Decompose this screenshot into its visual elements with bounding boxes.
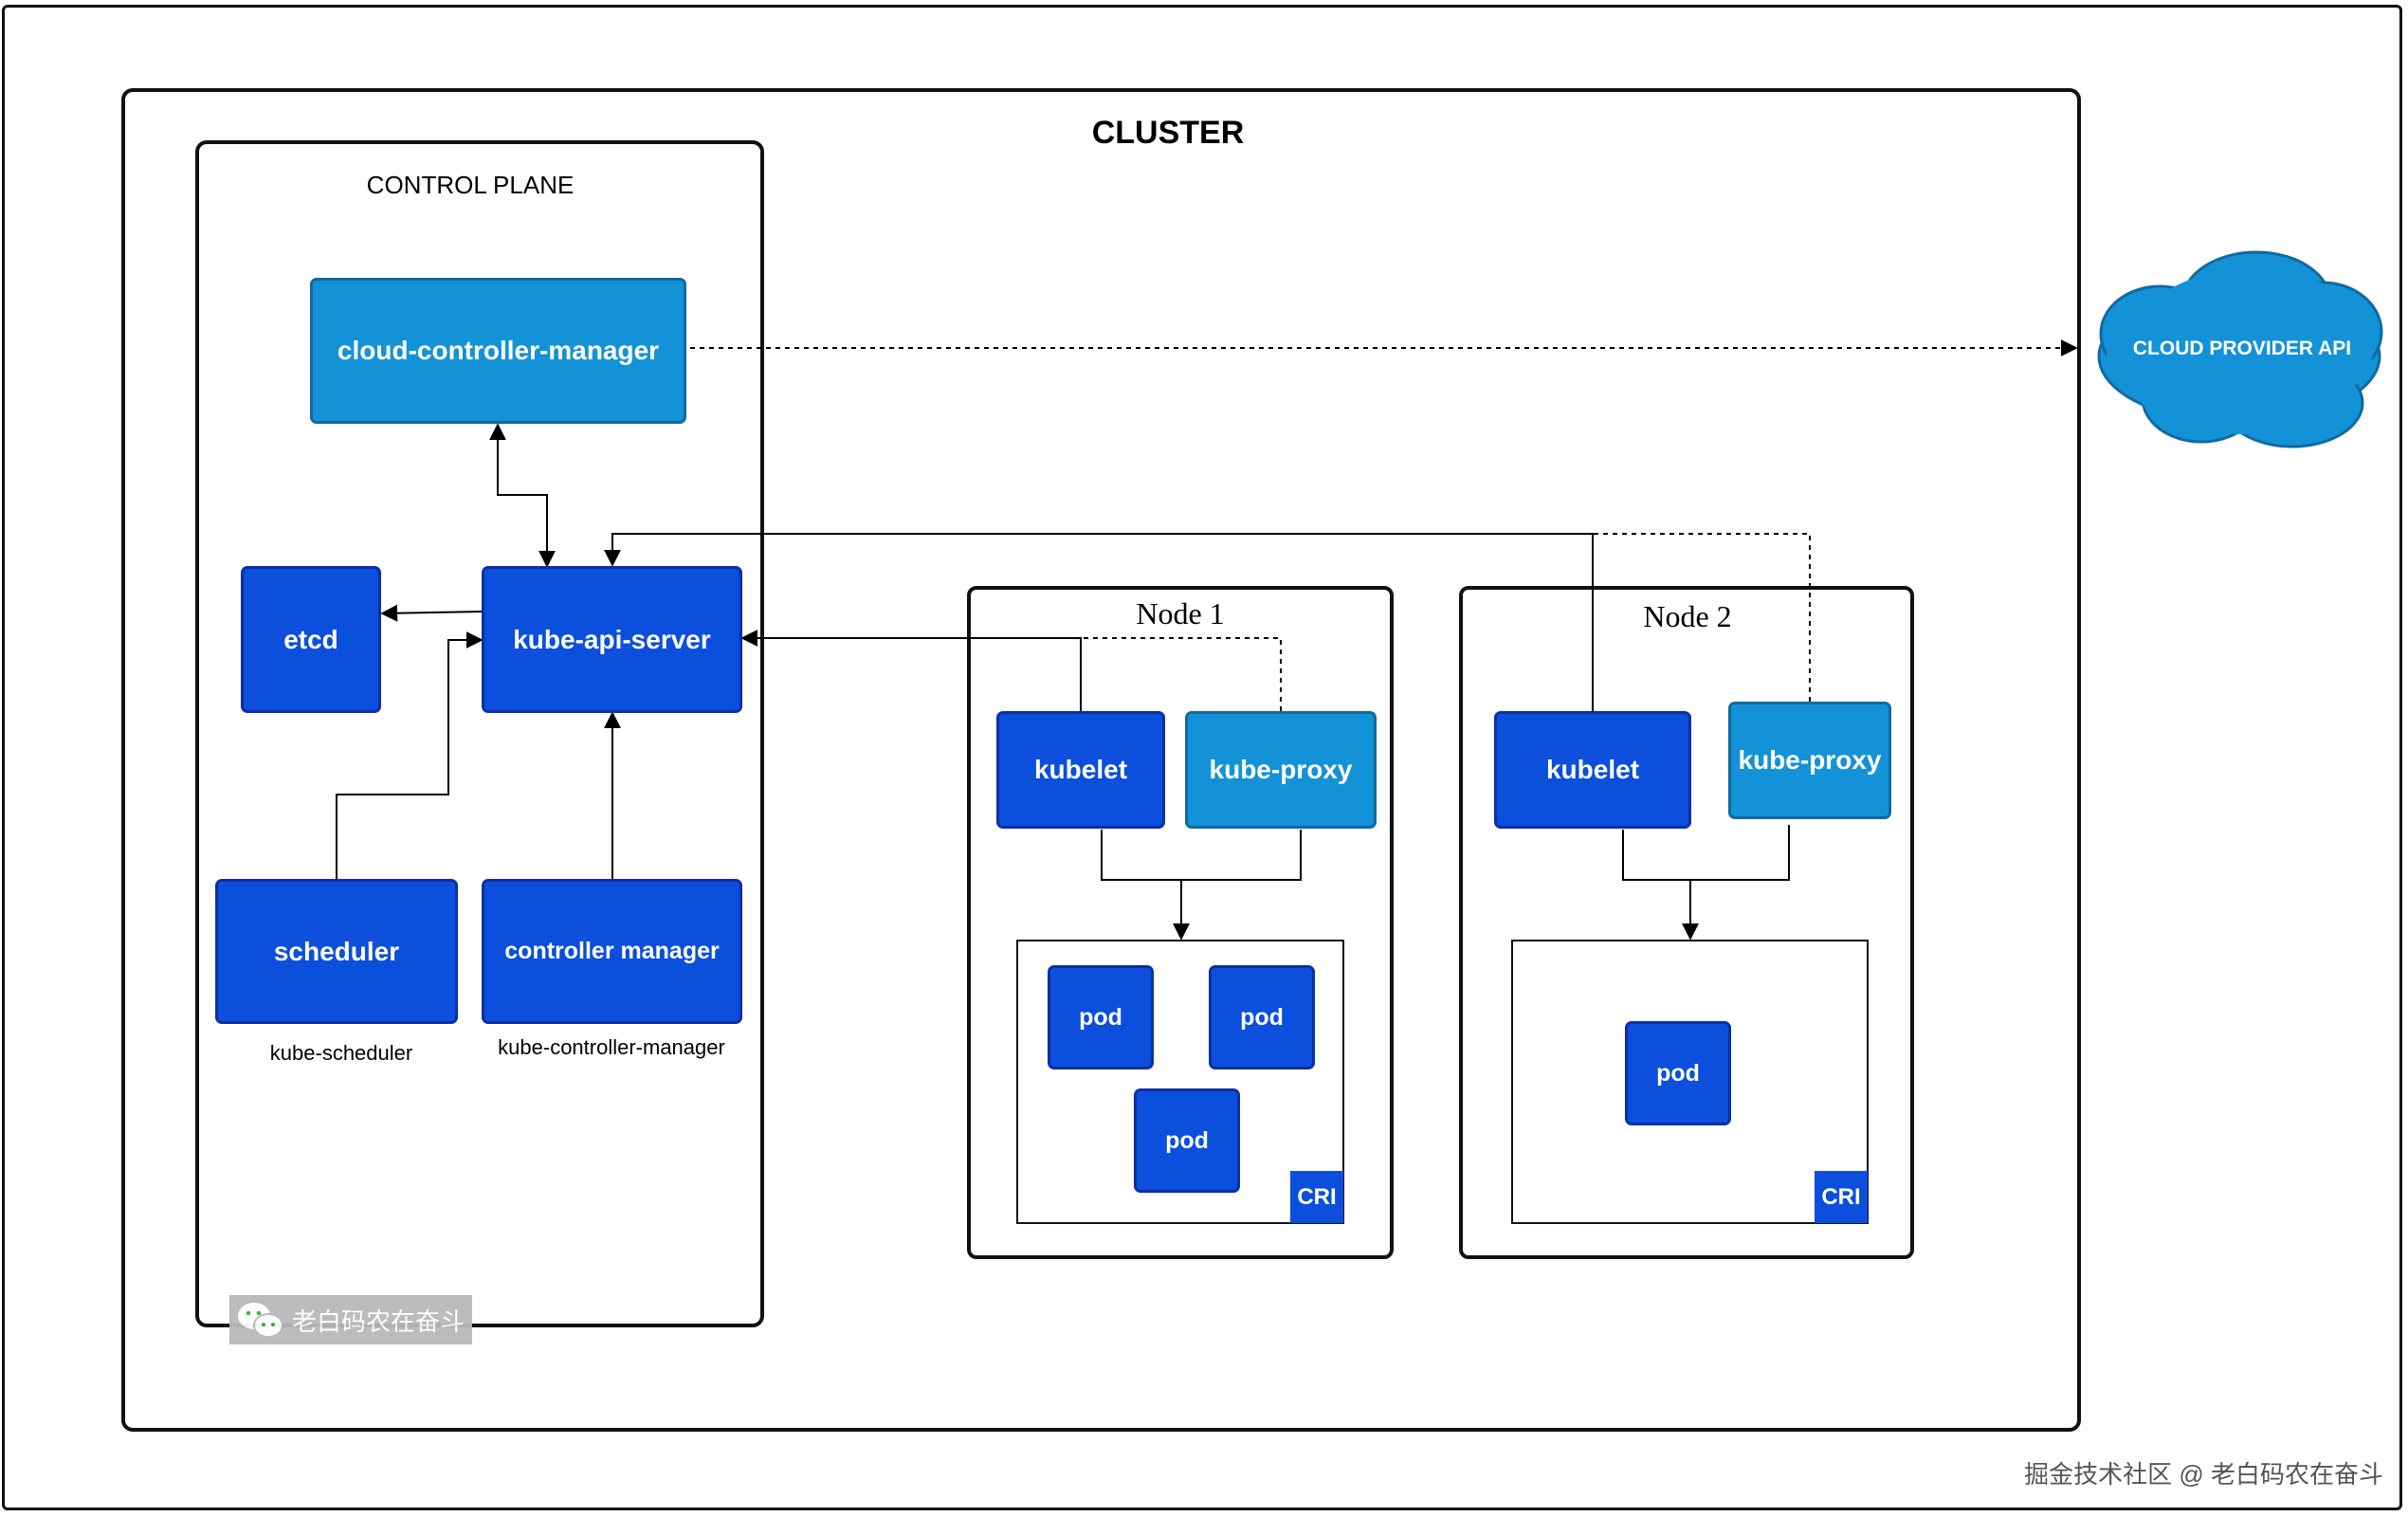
node-1-cri-label: CRI <box>1290 1171 1343 1223</box>
control-plane-frame <box>195 140 764 1327</box>
control-plane-title: CONTROL PLANE <box>366 170 575 199</box>
edge-node2-kubelet-api-server <box>604 533 1594 711</box>
wechat-icon <box>235 1299 286 1341</box>
edge-node2-to-runtime <box>1622 825 1790 939</box>
controller-manager-box[interactable]: controller manager <box>482 879 742 1024</box>
footer-credit: 掘金技术社区 @ 老白码农在奋斗 <box>2024 1460 2383 1489</box>
edge-ccm-api-server <box>489 423 556 568</box>
node-1-frame <box>967 586 1394 1259</box>
cluster-frame <box>121 88 2081 1432</box>
node-1-title: Node 1 <box>1136 596 1225 631</box>
edge-scheduler-api-server <box>336 631 483 879</box>
node-1-pod-2[interactable]: pod <box>1209 965 1315 1069</box>
kube-scheduler-label: kube-scheduler <box>269 1041 413 1065</box>
node-1-kube-proxy-box[interactable]: kube-proxy <box>1185 711 1377 829</box>
edge-api-server-etcd <box>380 604 484 622</box>
node-2-frame <box>1459 586 1914 1259</box>
cloud-controller-manager-box[interactable]: cloud-controller-manager <box>310 278 686 424</box>
edge-node1-kubelet-api-server <box>740 630 1082 711</box>
edge-node1-to-runtime <box>1101 830 1302 939</box>
watermark-text: 老白码农在奋斗 <box>292 1307 465 1336</box>
cloud-shape <box>2097 250 2383 448</box>
node-2-cri-label: CRI <box>1815 1171 1868 1223</box>
node-2-title: Node 2 <box>1643 599 1732 633</box>
cloud-provider-api-label: CLOUD PROVIDER API <box>2132 338 2352 359</box>
kube-api-server-box[interactable]: kube-api-server <box>482 566 742 713</box>
scheduler-box[interactable]: scheduler <box>215 879 458 1024</box>
watermark: 老白码农在奋斗 <box>229 1295 472 1344</box>
kube-controller-manager-label: kube-controller-manager <box>498 1035 725 1059</box>
etcd-box[interactable]: etcd <box>241 566 381 713</box>
cluster-title: CLUSTER <box>1091 114 1245 151</box>
outer-frame <box>2 5 2402 1510</box>
node-1-pod-3[interactable]: pod <box>1134 1088 1240 1193</box>
node-2-kube-proxy-box[interactable]: kube-proxy <box>1728 702 1891 819</box>
edge-node1-proxy-api-server <box>1081 637 1282 711</box>
node-2-pod-1[interactable]: pod <box>1625 1021 1731 1125</box>
node-2-kubelet-box[interactable]: kubelet <box>1494 711 1691 829</box>
node-1-kubelet-box[interactable]: kubelet <box>996 711 1165 829</box>
node-1-pod-1[interactable]: pod <box>1048 965 1154 1069</box>
